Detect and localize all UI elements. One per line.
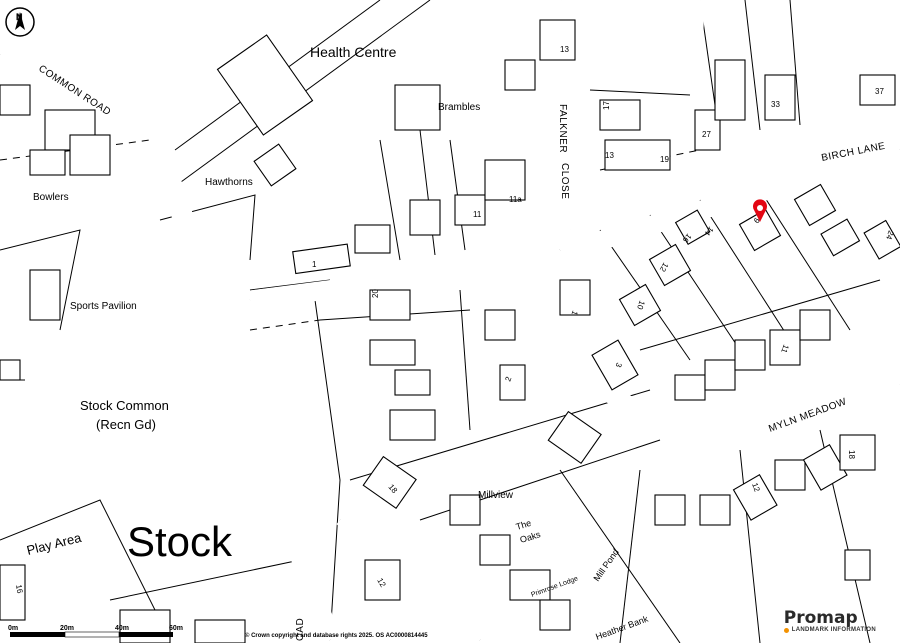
house-number: 18	[847, 450, 856, 459]
road-falkner: FALKNER	[557, 104, 568, 153]
house-number: 11a	[509, 195, 522, 204]
scale-bar: 0m 20m 40m 60m	[8, 625, 183, 638]
label-mill-pond: Mill Pond	[591, 547, 620, 583]
house-number: 17	[602, 101, 611, 110]
house-number: 13	[560, 45, 569, 54]
label-heather-bank: Heather Bank	[594, 613, 650, 641]
house-number: 20	[371, 289, 380, 298]
label-brambles: Brambles	[438, 102, 480, 113]
house-number: 33	[771, 100, 780, 109]
house-number: 12	[750, 482, 762, 494]
brand-tagline: LANDMARK INFORMATION	[791, 627, 876, 633]
buildings	[0, 19, 900, 643]
label-sports-pavilion: Sports Pavilion	[70, 301, 137, 312]
label-millview: Millview	[478, 490, 514, 501]
house-numbers: 13 17 13 19 27 33 37 11a 11 1 20 2 18 16…	[14, 45, 896, 595]
house-number: 1	[312, 260, 317, 269]
scale-tick: 40m	[115, 625, 129, 632]
label-health-centre: Health Centre	[310, 44, 397, 60]
house-number: 16	[14, 584, 25, 595]
house-number: 3	[613, 361, 623, 369]
road-close: CLOSE	[559, 163, 570, 199]
house-number: 19	[660, 155, 669, 164]
house-number: 24	[884, 229, 896, 241]
label-hawthorns: Hawthorns	[205, 177, 253, 188]
brand-name: Promap	[783, 608, 858, 628]
house-number: 10	[635, 299, 647, 311]
scale-tick: 20m	[60, 625, 74, 632]
house-number: 11	[473, 210, 482, 219]
label-oaks: Oaks	[519, 529, 542, 545]
house-number: 27	[702, 130, 711, 139]
brand-dot-icon	[783, 627, 789, 633]
label-the: The	[515, 518, 533, 532]
scale-tick: 60m	[169, 625, 183, 632]
copyright-notice: © Crown copyright and database rights 20…	[245, 632, 428, 639]
promap-logo: Promap LANDMARK INFORMATION	[783, 608, 876, 633]
label-stock: Stock	[127, 518, 233, 565]
location-marker-icon[interactable]	[753, 199, 767, 222]
scale-tick: 0m	[8, 625, 18, 632]
label-bowlers: Bowlers	[33, 192, 69, 203]
house-number: 13	[605, 151, 614, 160]
house-number: 9	[751, 216, 761, 226]
label-stock-common: Stock Common	[80, 398, 169, 413]
label-play-area: Play Area	[25, 530, 83, 558]
north-label: N	[16, 12, 23, 22]
brand-tagline-row: LANDMARK INFORMATION	[783, 627, 876, 633]
house-number: 37	[875, 87, 884, 96]
road-bottom-label: OAD	[295, 618, 306, 641]
house-number: 1	[569, 309, 579, 317]
north-arrow-icon: N	[5, 7, 35, 37]
house-number: 11	[779, 343, 790, 354]
label-recn-gd: (Recn Gd)	[96, 417, 156, 432]
house-number: 2	[503, 375, 513, 383]
